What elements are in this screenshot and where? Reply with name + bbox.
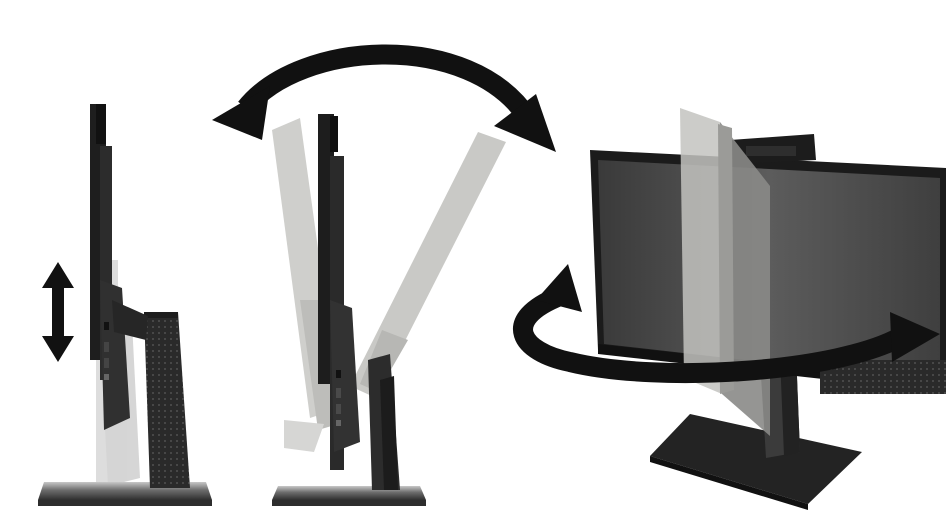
ghost-monitor-swivel xyxy=(680,108,770,436)
stand-column-2 xyxy=(368,354,400,490)
swivel-arrow-icon xyxy=(513,264,940,383)
webcam-icon xyxy=(730,134,816,164)
stand-base-3 xyxy=(650,414,862,510)
tilt-adjust-panel xyxy=(212,44,556,506)
monitor-side-2 xyxy=(318,114,360,470)
monitor-side-1 xyxy=(90,104,148,430)
ghost-monitor-tilt-forward xyxy=(350,132,506,398)
stand-base-2 xyxy=(272,486,426,506)
height-adjust-panel xyxy=(38,104,212,506)
tilt-arrow-icon xyxy=(212,44,556,152)
height-arrow-icon xyxy=(42,262,74,362)
swivel-adjust-panel xyxy=(513,108,946,510)
stand-column-1 xyxy=(144,312,190,488)
